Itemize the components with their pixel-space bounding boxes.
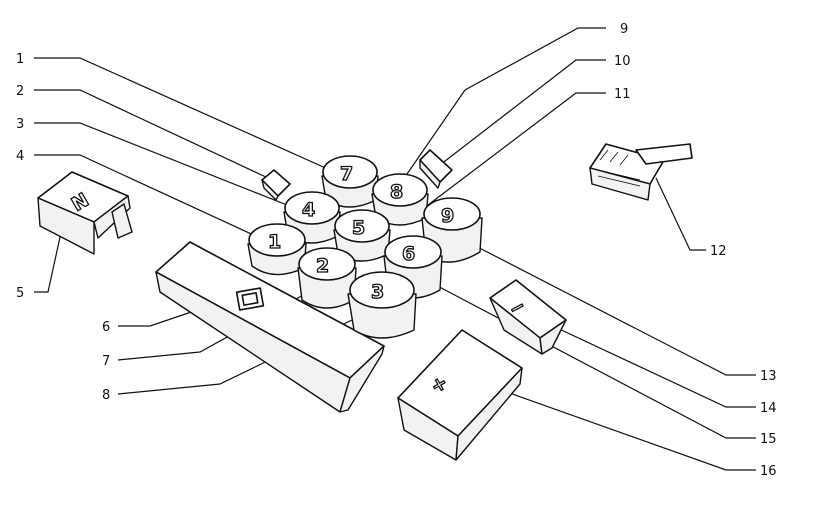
callout-1: 1 [16,52,24,67]
small-clip-front [261,179,279,201]
minus-key-side [539,319,567,355]
key-9-top [423,197,481,231]
leader-10 [435,59,606,169]
leader-14 [539,319,756,408]
callout-7: 7 [102,354,110,369]
key-2-top [298,247,356,281]
key-7: 7 [321,155,379,208]
base-bar-part [155,241,385,413]
key-8-label: 8 [390,181,403,203]
callout-10: 10 [614,54,631,69]
callout-labels: 1 2 3 4 5 6 7 8 9 10 11 12 13 14 15 16 [16,22,777,479]
small-clip-part [261,169,291,201]
plus-key-part: + [397,329,523,461]
key-1: 1 [247,223,307,276]
leader-9 [395,27,606,191]
switch-hatch-1 [597,169,641,181]
key-3-top [349,271,415,309]
callout-8: 8 [102,388,110,403]
callout-16: 16 [760,464,777,479]
plus-key-side [455,367,523,461]
leader-11 [427,92,606,206]
key-6-top [384,235,442,269]
leader-16 [483,383,756,471]
switch-block-part [589,143,693,201]
leader-4 [34,154,261,239]
callout-5: 5 [16,286,24,301]
digit-keys: 7 8 4 5 9 1 [247,155,483,339]
callout-6: 6 [102,320,110,335]
zero-key-part: N [37,171,133,255]
callout-15: 15 [760,432,777,447]
key-9-label: 9 [441,205,454,227]
leader-13 [459,237,756,376]
callout-11: 11 [614,87,631,102]
callout-4: 4 [16,149,24,164]
small-clip-top [261,169,291,197]
square-key-inner [241,292,259,306]
minus-key-part: − [489,279,567,355]
switch-hatch-4 [609,151,619,163]
key-2: 2 [297,247,357,309]
switch-block-front [589,167,651,201]
callout-14: 14 [760,401,777,416]
key-3: 3 [347,271,417,339]
switch-hatch-2 [597,175,641,187]
key-1-label: 1 [268,231,281,253]
leader-1 [34,57,331,171]
callout-13: 13 [760,369,777,384]
key-7-top [322,155,378,189]
switch-hatch-3 [599,149,609,161]
switch-lever [635,143,693,165]
zero-key-stem [111,203,133,239]
key-4-top [284,191,340,225]
leader-12 [655,177,706,251]
wedge-front [419,159,441,189]
zero-key-front [37,197,95,255]
key-4-label: 4 [302,199,315,221]
wedge-part [419,149,453,189]
callout-12: 12 [710,244,727,259]
key-5-top [334,209,390,243]
leader-5 [34,227,63,293]
leader-2 [34,89,269,179]
key-1-top [248,223,306,257]
key-7-label: 7 [340,163,353,185]
callout-2: 2 [16,84,24,99]
base-bar-end [339,345,385,413]
key-3-label: 3 [371,281,384,303]
callout-3: 3 [16,117,24,132]
switch-hatch-5 [619,154,629,166]
key-8-top [372,173,428,207]
leader-3 [34,122,293,208]
key-2-label: 2 [316,255,329,277]
key-6-label: 6 [402,243,415,265]
key-5-label: 5 [352,217,365,239]
callout-9: 9 [620,22,628,37]
